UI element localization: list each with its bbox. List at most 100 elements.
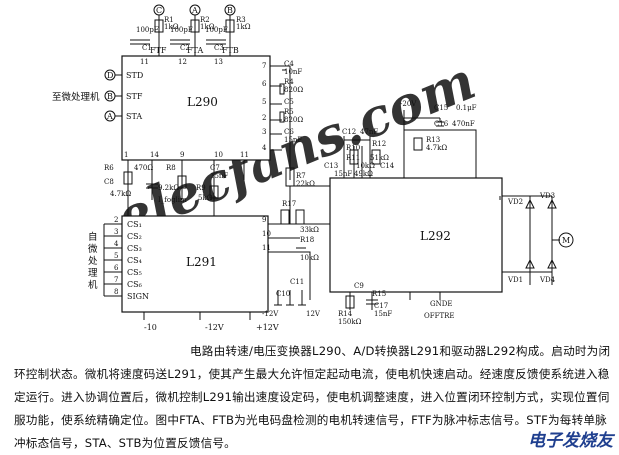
svg-text:11: 11 (240, 151, 249, 159)
pin-num-12: 12 (178, 58, 187, 66)
l291-left-pins: CS₁ CS₂ CS₃ CS₄ CS₅ CS₆ SIGN 2 3 4 5 6 7… (88, 216, 149, 301)
motor-symbol (558, 232, 574, 248)
l290-left-pins: D B A STD STF STA 至微处理机 (52, 69, 143, 122)
pin-ftf: FTF (150, 46, 167, 55)
svg-text:2: 2 (262, 114, 266, 122)
svg-text:STA: STA (126, 112, 142, 121)
svg-text:3: 3 (114, 228, 118, 236)
svg-text:C1: C1 (142, 44, 152, 52)
caption-text: 电路由转速/电压变换器L290、A/D转换器L291和驱动器L292构成。启动时… (14, 344, 611, 450)
svg-text:1kΩ: 1kΩ (236, 23, 251, 31)
svg-text:C17: C17 (374, 302, 388, 310)
svg-text:R6: R6 (104, 164, 114, 172)
svg-text:9: 9 (262, 216, 266, 224)
svg-text:15nF: 15nF (210, 172, 228, 180)
svg-text:1: 1 (124, 151, 128, 159)
pin-num-13: 13 (214, 58, 223, 66)
svg-text:150kΩ: 150kΩ (338, 318, 362, 326)
svg-text:-20V: -20V (400, 100, 417, 108)
svg-text:C4: C4 (284, 60, 294, 68)
l292-top-network: -20V C15 0.1μF C16 470nF C12 47nF R10 R1… (324, 100, 477, 178)
h-bridge: VD2 VD3 VD1 VD4 M (499, 192, 574, 285)
svg-text:49kΩ: 49kΩ (354, 170, 373, 178)
svg-text:9.2kΩ: 9.2kΩ (158, 184, 179, 192)
svg-text:R9: R9 (196, 184, 206, 192)
svg-text:R13: R13 (426, 136, 440, 144)
svg-text:33kΩ: 33kΩ (300, 226, 319, 234)
label-from-mcu: 自 微 处 理 机 (88, 231, 101, 291)
l290-input-network: C A B R1 1kΩ 100pF R2 1kΩ 100pF R3 1kΩ 1… (130, 4, 251, 56)
svg-text:R1: R1 (164, 16, 174, 24)
svg-text:SIGN: SIGN (127, 292, 149, 301)
svg-text:C: C (156, 6, 162, 15)
svg-text:4: 4 (114, 240, 119, 248)
site-logo: 电子发烧友 (526, 426, 615, 451)
svg-text:D: D (107, 71, 113, 80)
svg-text:100pF: 100pF (136, 26, 159, 34)
svg-text:47nF: 47nF (360, 128, 378, 136)
chip-l292 (329, 177, 503, 293)
pin-num-11: 11 (140, 58, 149, 66)
svg-text:14: 14 (150, 151, 159, 159)
svg-text:GNDE: GNDE (430, 300, 452, 308)
svg-text:4.7kΩ: 4.7kΩ (110, 190, 131, 198)
svg-text:5: 5 (262, 98, 266, 106)
svg-text:8: 8 (114, 288, 118, 296)
svg-text:R3: R3 (236, 16, 246, 24)
svg-text:6: 6 (262, 80, 267, 88)
svg-text:CS₁: CS₁ (127, 220, 142, 229)
svg-text:R15: R15 (372, 290, 386, 298)
svg-text:1kΩ: 1kΩ (200, 23, 215, 31)
svg-text:CS₅: CS₅ (127, 268, 142, 277)
svg-text:VD2: VD2 (507, 198, 523, 206)
svg-text:C13: C13 (324, 162, 338, 170)
svg-text:B: B (227, 6, 233, 15)
svg-text:2: 2 (114, 216, 118, 224)
svg-text:C14: C14 (380, 162, 395, 170)
svg-text:STD: STD (126, 71, 143, 80)
svg-text:10kΩ: 10kΩ (300, 254, 319, 262)
l292-bottom-network: C9 R14 150kΩ R15 C17 15nF GNDE OFFTRE (338, 282, 455, 326)
svg-text:+12V: +12V (256, 323, 279, 332)
svg-text:3: 3 (262, 128, 266, 136)
chip-l292-label: L292 (420, 229, 451, 243)
l290-right-network: 7 6 5 2 3 4 C4 10nF R4 820Ω C5 R5 820Ω C… (262, 60, 315, 188)
svg-text:B: B (107, 92, 113, 101)
svg-text:22kΩ: 22kΩ (296, 180, 315, 188)
svg-text:7: 7 (114, 276, 118, 284)
svg-text:10: 10 (262, 230, 271, 238)
chip-l291 (121, 215, 269, 313)
svg-text:15nF: 15nF (334, 170, 352, 178)
svg-text:C5: C5 (284, 98, 294, 106)
svg-text:C16: C16 (434, 120, 449, 128)
svg-text:R18: R18 (300, 236, 314, 244)
svg-text:1kΩ: 1kΩ (164, 23, 179, 31)
svg-text:R8: R8 (166, 164, 176, 172)
svg-text:10nF: 10nF (284, 68, 302, 76)
svg-text:CS₂: CS₂ (127, 232, 142, 241)
svg-text:CS₃: CS₃ (127, 244, 142, 253)
l290-bottom-network: 1 14 9 10 11 R6 470Ω 4.7kΩ C8 R8 C7 15nF… (104, 151, 249, 216)
svg-text:C2: C2 (180, 44, 190, 52)
svg-text:10: 10 (214, 151, 223, 159)
svg-text:15nF: 15nF (374, 310, 392, 318)
svg-text:0.1μF: 0.1μF (456, 104, 477, 112)
svg-text:4: 4 (262, 144, 267, 152)
svg-text:10kΩ: 10kΩ (356, 162, 375, 170)
svg-text:C3: C3 (214, 44, 224, 52)
svg-text:R10: R10 (346, 144, 360, 152)
svg-text:C9: C9 (354, 282, 364, 290)
svg-text:C11: C11 (290, 278, 304, 286)
label-to-mcu: 至微处理机 (52, 91, 100, 103)
svg-text:470nF: 470nF (452, 120, 475, 128)
svg-text:CS₄: CS₄ (127, 256, 142, 265)
svg-text:7: 7 (262, 62, 266, 70)
svg-text:M: M (562, 236, 570, 245)
svg-text:R14: R14 (338, 310, 353, 318)
svg-text:R5: R5 (284, 108, 294, 116)
svg-text:-12V: -12V (262, 310, 279, 318)
svg-text:VD3: VD3 (539, 192, 555, 200)
svg-text:C12: C12 (342, 128, 356, 136)
svg-text:R11: R11 (346, 154, 360, 162)
svg-text:100pF: 100pF (170, 26, 193, 34)
